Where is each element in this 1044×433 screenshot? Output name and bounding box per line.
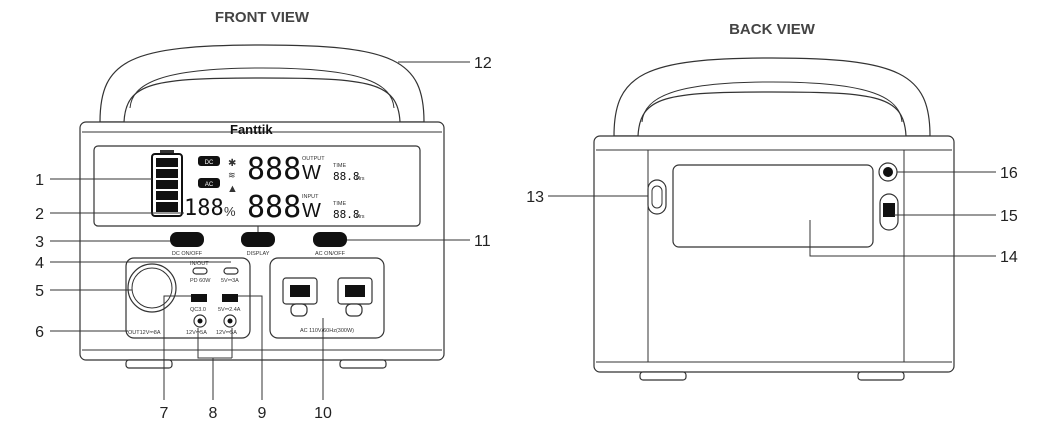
output-power-unit: W [302,162,321,184]
car-port-label: OUT12V⎓8A [128,330,161,336]
front-callout-lines [50,61,470,400]
back-panel-cover [672,164,874,248]
ac-indicator [198,178,220,188]
callout-2: 2 [35,206,44,223]
front-foot-right [339,359,387,369]
callout-16: 16 [1000,165,1018,182]
output-label: OUTPUT [302,156,325,162]
time-digits-top: 88.8 [333,170,360,183]
ac-output-label: AC 110V/60Hz(300W) [300,328,354,334]
car-port[interactable] [127,263,177,313]
heat-icon: ≋ [228,170,236,180]
time-digits-bottom: 88.8 [333,208,360,221]
front-foot-left [125,359,173,369]
callout-10: 10 [314,405,332,422]
ac-button-label: AC ON/OFF [315,251,346,257]
callout-6: 6 [35,324,44,341]
callout-3: 3 [35,234,44,251]
usb-a-qc-port[interactable] [191,294,207,302]
callout-1: 1 [35,172,44,189]
callout-12: 12 [474,55,492,72]
ac-indicator-label: AC [205,182,214,188]
qc-label: QC3.0 [190,307,206,313]
callout-13: 13 [526,189,544,206]
input-label: INPUT [302,194,319,200]
usb-a-port[interactable] [222,294,238,302]
time-label-top: TIME [333,163,346,169]
callout-11: 11 [474,233,491,250]
fan-icon: ✱ [228,158,236,169]
front-view-title: FRONT VIEW [215,9,310,26]
callout-15: 15 [1000,208,1018,225]
usb-c-inout-port[interactable] [192,267,208,275]
hrs-label-top: Hrs [356,176,365,182]
callout-5: 5 [35,283,44,300]
output-power-digits: 888 [247,152,301,187]
dc-indicator [198,156,220,166]
usb-c-port[interactable] [223,267,239,275]
time-label-bottom: TIME [333,201,346,207]
inout-label: IN/OUT [190,261,209,267]
callout-7: 7 [160,405,169,422]
battery-icon [151,150,183,217]
input-power-digits: 888 [247,190,301,225]
back-foot-left [639,371,687,381]
input-power-unit: W [302,200,321,222]
callout-4: 4 [35,255,44,272]
back-foot-right [857,371,905,381]
dc-button-label: DC ON/OFF [172,251,203,257]
callout-14: 14 [1000,249,1018,266]
dc5521-label-a: 12V⎓5A [186,330,207,336]
light-button[interactable] [647,179,667,215]
dc-indicator-label: DC [205,160,214,166]
back-view-title: BACK VIEW [729,21,816,38]
usb-c-label: 5V⎓3A [221,278,239,284]
callout-9: 9 [258,405,267,422]
back-callout-lines [548,171,996,257]
back-view-device [593,57,955,381]
display-button-label: DISPLAY [247,251,270,257]
battery-percent: 188 [184,196,224,221]
percent-unit: % [224,204,236,219]
front-view-device: Fanttik DC AC ✱ ≋ ▲ 188 % 888 W OUTPUT 8… [79,44,445,369]
warning-icon: ▲ [227,183,238,195]
callout-8: 8 [209,405,218,422]
dc5521-label-b: 12V⎓5A [216,330,237,336]
pd-label: PD 60W [190,278,211,284]
hrs-label-bottom: Hrs [356,214,365,220]
usb-a-label: 5V⎓2.4A [218,307,241,313]
display-button[interactable] [241,232,275,247]
brand-logo: Fanttik [230,122,273,137]
ac-on-off-button[interactable] [313,232,347,247]
dc-on-off-button[interactable] [170,232,204,247]
